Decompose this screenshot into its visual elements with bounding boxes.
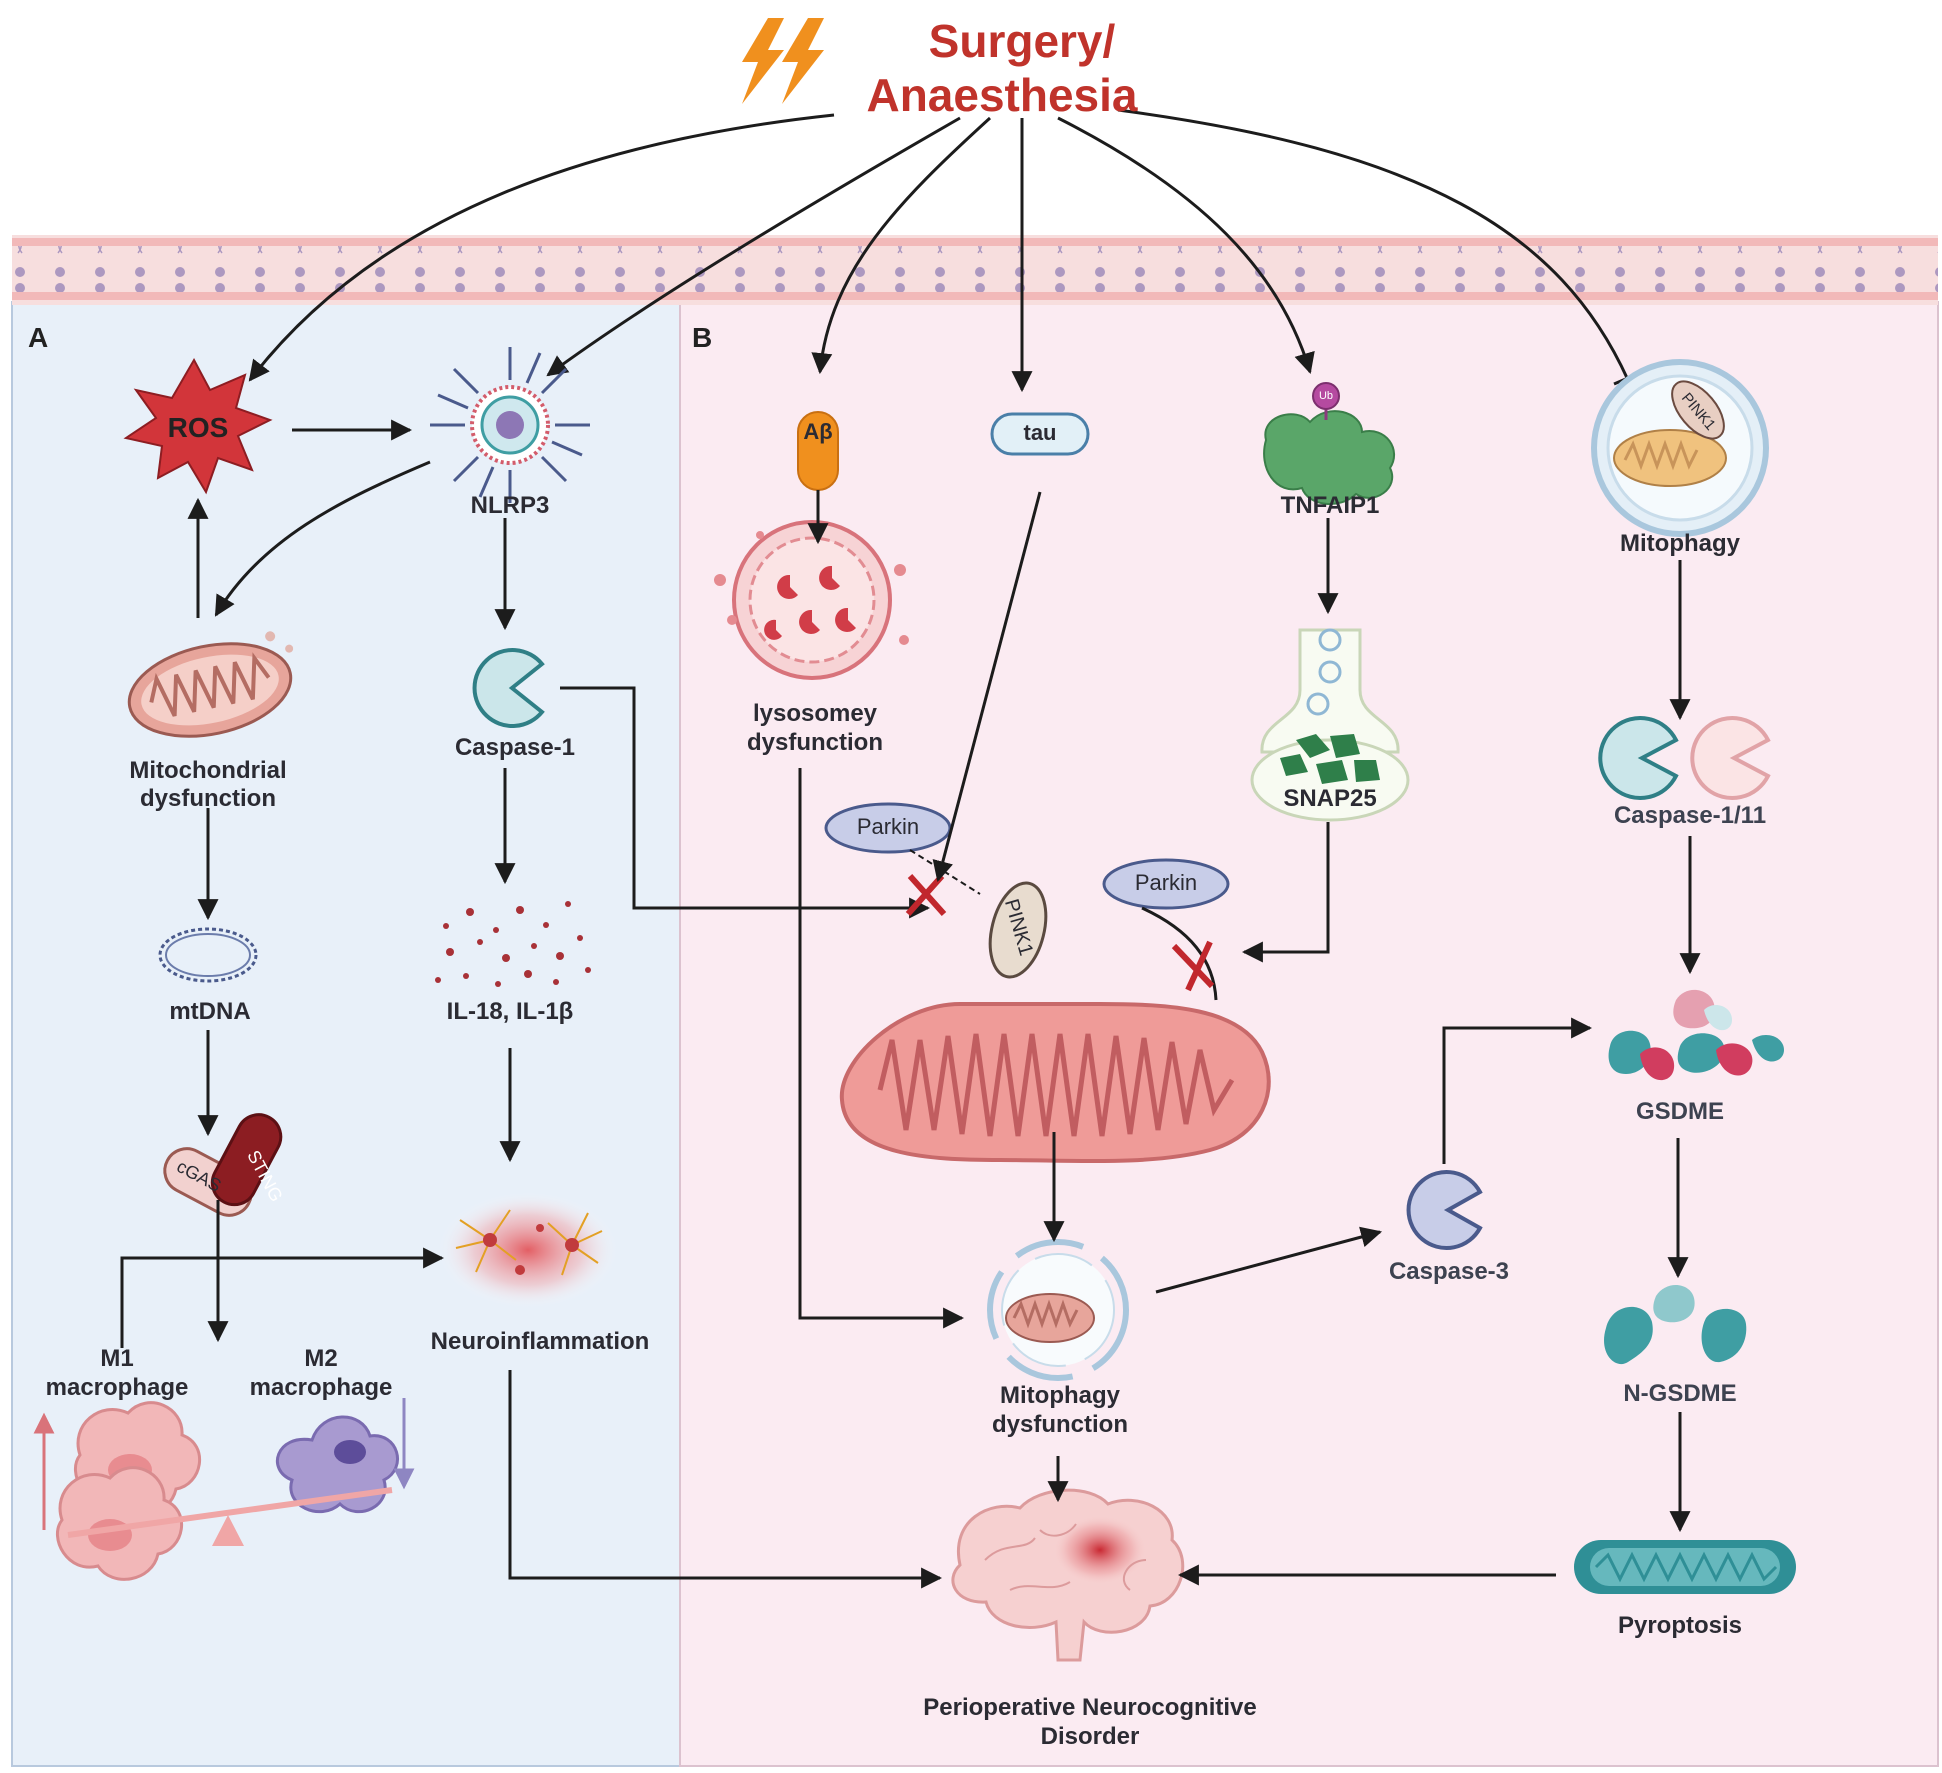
gsdme-icon (1608, 989, 1784, 1081)
pyroptosis-label: Pyroptosis (1617, 1612, 1743, 1639)
caspase-1-11-label: Caspase-1/11 (1613, 802, 1767, 829)
lightning-bolt-icon (742, 18, 824, 104)
m1-label-1: M1 (100, 1345, 134, 1372)
panel-a-label: A (28, 322, 49, 353)
block-x-right-icon (1171, 940, 1215, 992)
tnfaip1-icon (1263, 382, 1396, 506)
m2-label-2: macrophage (249, 1374, 393, 1401)
panel-b-arrows (798, 490, 1701, 1586)
m2-macrophage-icon (275, 1415, 399, 1514)
mitophagy-vesicle-icon (1591, 359, 1769, 537)
caspase-1-11-icon (1598, 716, 1771, 800)
tau-pill-icon (990, 412, 1090, 456)
caspase-3-icon (1406, 1170, 1483, 1250)
pnd-label-1: Perioperative Neurocognitive (923, 1694, 1257, 1721)
caspase-1-label: Caspase-1 (454, 734, 576, 761)
cgas-sting-icon (163, 1113, 283, 1217)
arrow-to-tnfaip1 (1057, 116, 1315, 375)
lysosome-label-2: dysfunction (747, 729, 883, 756)
parkin-left-label: Parkin (856, 814, 920, 839)
caspase-1-icon (472, 648, 545, 728)
mtdna-icon (158, 927, 258, 983)
n-gsdme-label: N-GSDME (1623, 1380, 1737, 1407)
arrow-to-abeta (811, 116, 992, 375)
gsdme-label: GSDME (1635, 1098, 1724, 1125)
mitophagy-dysfunction-label-2: dysfunction (992, 1411, 1128, 1438)
caspase-3-label: Caspase-3 (1388, 1258, 1510, 1285)
parkin-right-pill-icon (1102, 858, 1230, 910)
mitophagy-label: Mitophagy (1620, 530, 1740, 557)
il-label: IL-18, IL-1β (446, 998, 574, 1025)
title-line-2: Anaesthesia (866, 69, 1138, 121)
ros-icon (123, 357, 273, 495)
inhibit-to-mitophagy (1117, 108, 1630, 381)
m2-label-1: M2 (304, 1345, 338, 1372)
lysosome-icon (714, 520, 909, 680)
il-particles-icon (435, 901, 591, 987)
n-gsdme-icon (1604, 1284, 1747, 1365)
tnfaip1-label: TNFAIP1 (1280, 492, 1380, 519)
snap25-label: SNAP25 (1283, 785, 1377, 812)
pnd-label-2: Disorder (1040, 1723, 1140, 1750)
nlrp3-label: NLRP3 (470, 492, 550, 519)
arrow-to-ros (248, 113, 835, 382)
abeta-label: Aβ (803, 419, 833, 444)
m1-label-2: macrophage (45, 1374, 189, 1401)
ub-label: Ub (1318, 390, 1334, 402)
arrow-to-nlrp3 (546, 116, 961, 377)
parkin-right-label: Parkin (1134, 870, 1198, 895)
mitophagy-dysfunction-label-1: Mitophagy (1000, 1382, 1120, 1409)
m1-macrophage-icon (55, 1401, 201, 1581)
panel-a-arrows (120, 419, 943, 1589)
top-arrows (248, 108, 1643, 393)
balance-scale-icon (67, 1487, 393, 1546)
lysosome-label-1: lysosomey (752, 700, 878, 727)
mito-dysfunction-label-1: Mitochondrial (129, 757, 287, 784)
mito-dysfunction-label-2: dysfunction (140, 785, 276, 812)
mitochondrion-icon (127, 631, 294, 738)
parkin-left-pill-icon (824, 802, 952, 854)
m2-down-arrow-icon (393, 1398, 415, 1490)
cell-membrane (12, 235, 1938, 305)
pyroptosis-membrane-icon (1574, 1540, 1796, 1594)
block-x-left-icon (905, 873, 947, 917)
tau-label: tau (1023, 420, 1057, 445)
m1-up-arrow-icon (33, 1412, 55, 1530)
nlrp3-icon (430, 347, 590, 503)
neuroinflammation-label: Neuroinflammation (430, 1328, 650, 1355)
neuroinflammation-icon (438, 1192, 618, 1308)
main-mitochondrion-icon (839, 849, 1271, 1164)
panel-b-label: B (692, 322, 713, 353)
title-line-1: Surgery/ (928, 15, 1116, 67)
mtdna-label: mtDNA (169, 998, 251, 1025)
ros-label: ROS (167, 412, 229, 443)
snap25-synapse-icon (1250, 628, 1410, 822)
brain-icon (951, 1488, 1185, 1662)
